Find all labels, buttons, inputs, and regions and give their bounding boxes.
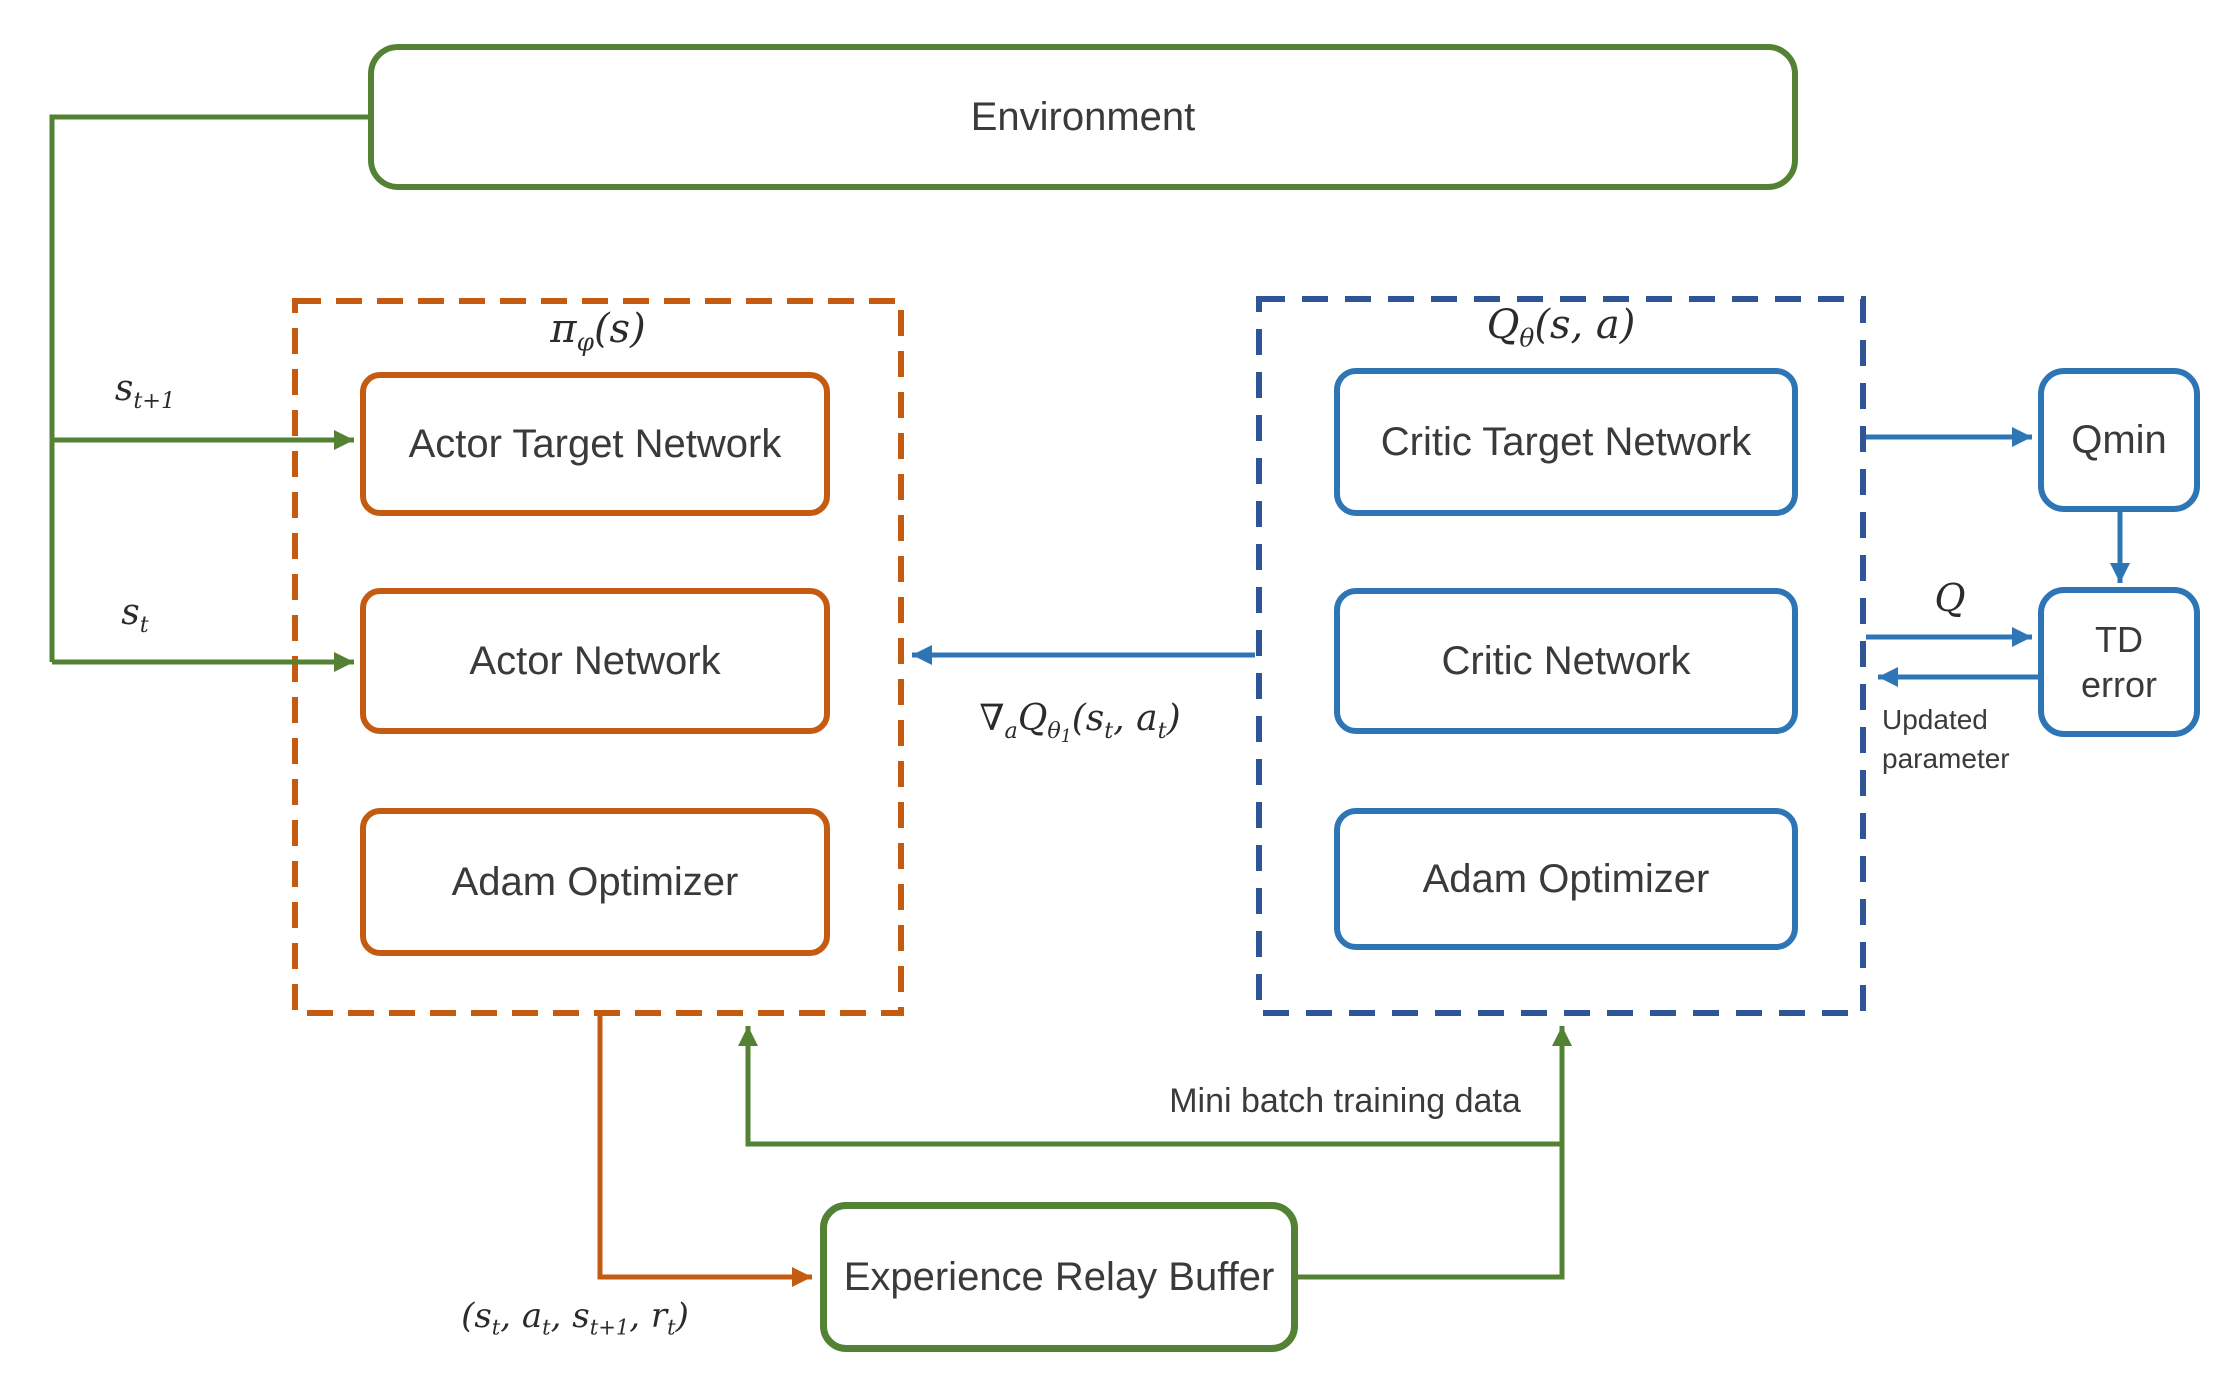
edge-buffer-to-critic [1298,1026,1572,1280]
next-state-label: st+1 [114,368,176,414]
critic-adam-optimizer-box: Adam Optimizer [1334,808,1798,950]
critic-network-box: Critic Network [1334,588,1798,734]
edge-transition-to-buffer [597,1013,812,1287]
td-error-label: TD error [2080,619,2157,705]
qmin-box: Qmin [2038,368,2200,512]
critic-target-network-box: Critic Target Network [1334,368,1798,516]
gradient-label: ∇aQθ1(st, at) [979,698,1181,748]
q-value-label: Q [1934,576,1966,620]
actor-adam-optimizer-box: Adam Optimizer [360,808,830,956]
environment-label: Environment [970,94,1196,139]
experience-relay-buffer-box: Experience Relay Buffer [820,1202,1298,1352]
actor-group-title: πφ(s) [550,306,646,357]
td-error-box: TD error [2038,587,2200,737]
edge-environment-to-states [49,114,368,662]
actor-target-network-label: Actor Target Network [408,421,782,466]
critic-network-label: Critic Network [1441,638,1691,683]
mini-batch-label: Mini batch training data [1169,1082,1521,1120]
environment-box: Environment [368,44,1798,190]
actor-network-label: Actor Network [469,638,721,683]
actor-network-box: Actor Network [360,588,830,734]
actor-target-network-box: Actor Target Network [360,372,830,516]
qmin-label: Qmin [2071,417,2167,462]
transition-tuple-label: (st, at, st+1, rt) [461,1296,689,1340]
critic-group-dashed-frame [1256,296,1866,1016]
experience-relay-buffer-label: Experience Relay Buffer [843,1254,1275,1299]
critic-target-network-label: Critic Target Network [1380,419,1752,464]
state-label: st [121,592,149,638]
edge-minibatch-to-actor [738,1026,1562,1147]
critic-group-title: Qθ(s, a) [1486,302,1636,353]
critic-adam-optimizer-label: Adam Optimizer [1422,856,1710,901]
updated-parameter-label: Updated parameter [1882,704,2010,775]
actor-adam-optimizer-label: Adam Optimizer [451,859,739,904]
